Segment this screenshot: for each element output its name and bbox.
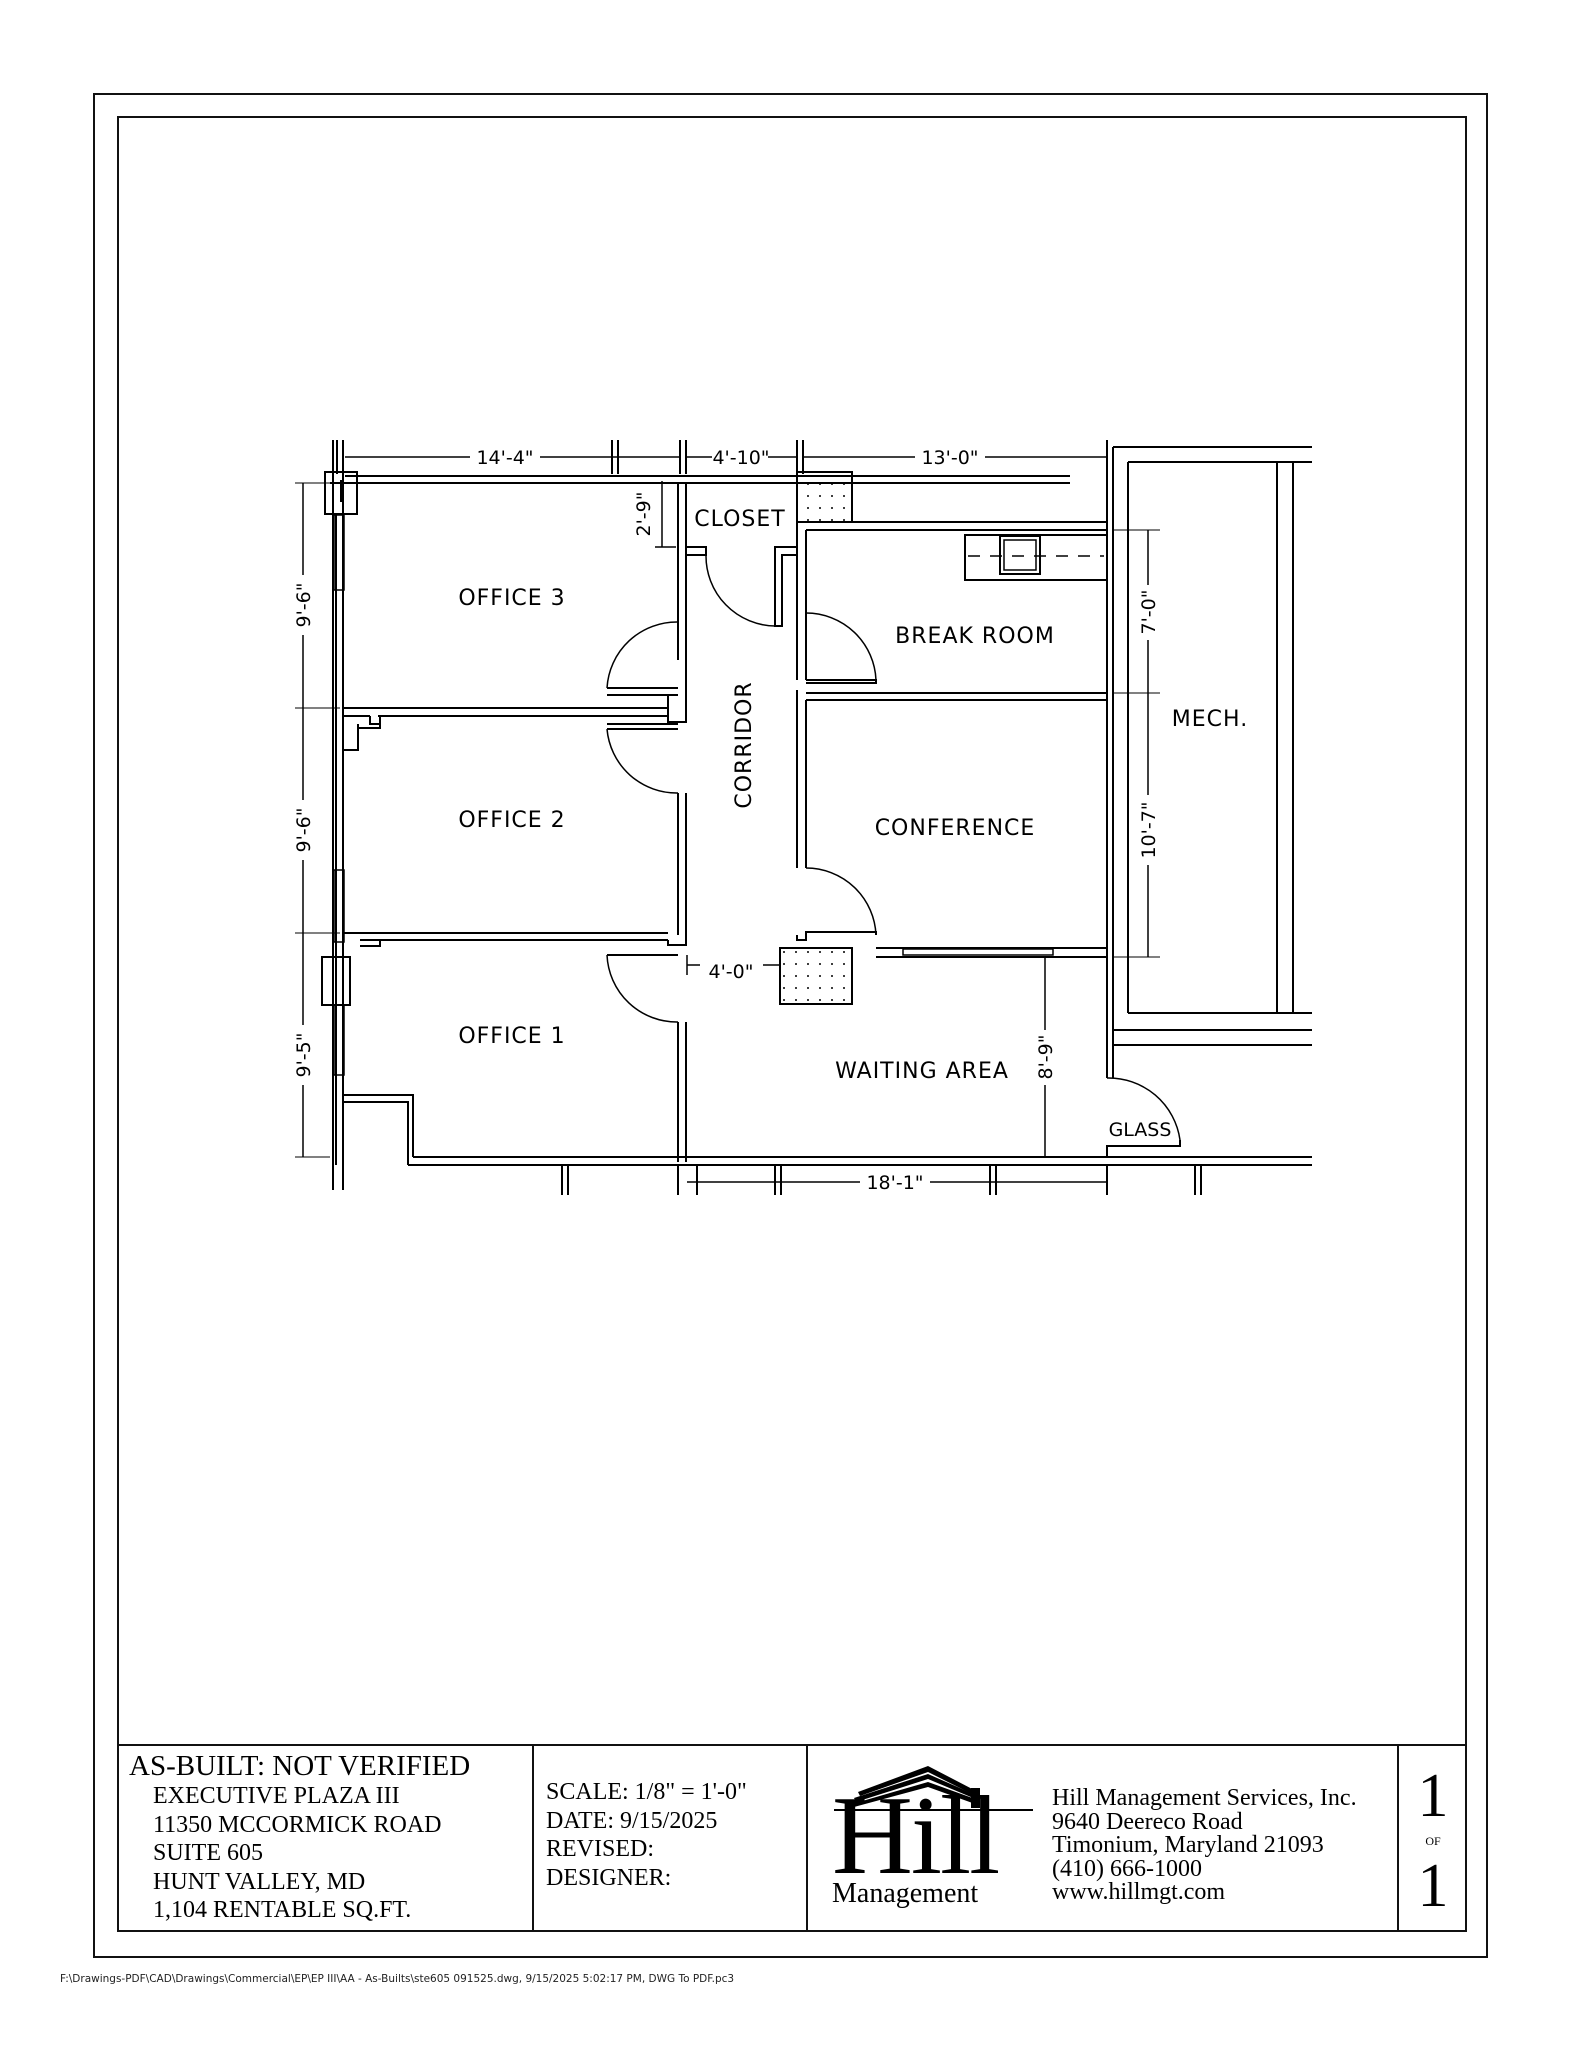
company-name: Hill Management Services, Inc. bbox=[1052, 1785, 1357, 1811]
dim-waiting-area-width: 18'-1" bbox=[866, 1172, 923, 1194]
room-label-waiting-area: WAITING AREA bbox=[835, 1059, 1009, 1084]
logo-wordmark: Hill bbox=[832, 1774, 1000, 1898]
dim-office-3-height: 9'-6" bbox=[293, 583, 315, 628]
room-label-conference: CONFERENCE bbox=[875, 816, 1036, 841]
dim-conference-height: 10'-7" bbox=[1138, 801, 1160, 858]
title-block: AS-BUILT: NOT VERIFIED EXECUTIVE PLAZA I… bbox=[117, 1744, 1467, 1932]
door-label-glass: GLASS bbox=[1109, 1119, 1172, 1141]
column-top-left bbox=[324, 471, 358, 515]
drawing-date: DATE: 9/15/2025 bbox=[546, 1807, 718, 1834]
room-label-office-1: OFFICE 1 bbox=[458, 1024, 565, 1049]
hill-management-logo: Hill Management bbox=[828, 1746, 1038, 1934]
dim-break-room-width: 13'-0" bbox=[921, 447, 978, 469]
dim-corridor-width: 4'-0" bbox=[709, 961, 754, 983]
company-phone: (410) 666-1000 bbox=[1052, 1855, 1202, 1882]
project-building: EXECUTIVE PLAZA III bbox=[153, 1783, 400, 1809]
dim-office-width: 14'-4" bbox=[476, 447, 533, 469]
drawing-designer: DESIGNER: bbox=[546, 1864, 672, 1891]
company-website: www.hillmgt.com bbox=[1052, 1879, 1226, 1905]
dim-closet-depth: 2'-9" bbox=[633, 492, 655, 537]
project-street: 11350 MCCORMICK ROAD bbox=[153, 1811, 442, 1838]
dim-office-1-height: 9'-5" bbox=[293, 1033, 315, 1078]
room-label-mech: MECH. bbox=[1172, 707, 1248, 732]
sheet-number-box: 1 OF 1 bbox=[1399, 1746, 1467, 1932]
sheet-outer-border bbox=[93, 93, 1488, 1958]
drawing-revised: REVISED: bbox=[546, 1836, 654, 1862]
project-city: HUNT VALLEY, MD bbox=[153, 1868, 366, 1895]
room-label-closet: CLOSET bbox=[694, 507, 785, 532]
file-path-footer: F:\Drawings-PDF\CAD\Drawings\Commercial\… bbox=[60, 1973, 735, 1985]
project-info: AS-BUILT: NOT VERIFIED EXECUTIVE PLAZA I… bbox=[117, 1746, 534, 1932]
building-roof-icon bbox=[834, 1766, 1033, 1811]
drawing-meta: SCALE: 1/8" = 1'-0" DATE: 9/15/2025 REVI… bbox=[534, 1746, 808, 1932]
company-city: Timonium, Maryland 21093 bbox=[1052, 1832, 1324, 1858]
company-info: Hill Management Hill Management Services… bbox=[808, 1746, 1399, 1932]
dim-closet-width: 4'-10" bbox=[712, 447, 769, 469]
verification-status: AS-BUILT: NOT VERIFIED bbox=[129, 1750, 471, 1782]
sheet-of-label: OF bbox=[1425, 1834, 1441, 1848]
sheet-total: 1 bbox=[1417, 1852, 1449, 1920]
company-address: Hill Management Services, Inc. 9640 Deer… bbox=[1052, 1746, 1357, 1905]
dim-break-room-height: 7'-0" bbox=[1138, 590, 1160, 635]
project-area: 1,104 RENTABLE SQ.FT. bbox=[153, 1897, 412, 1923]
drawing-scale: SCALE: 1/8" = 1'-0" bbox=[546, 1779, 747, 1805]
room-label-office-2: OFFICE 2 bbox=[458, 808, 565, 833]
company-street: 9640 Deereco Road bbox=[1052, 1808, 1243, 1835]
project-suite: SUITE 605 bbox=[153, 1840, 263, 1866]
room-label-office-3: OFFICE 3 bbox=[458, 586, 565, 611]
floor-plan: OFFICE 3 OFFICE 2 OFFICE 1 CLOSET CORRID… bbox=[292, 440, 1312, 1195]
logo-subword: Management bbox=[832, 1878, 979, 1909]
room-label-break-room: BREAK ROOM bbox=[895, 624, 1055, 649]
room-label-corridor: CORRIDOR bbox=[732, 681, 757, 808]
sheet-inner-border bbox=[117, 116, 1467, 1932]
dim-office-2-height: 9'-6" bbox=[293, 808, 315, 853]
sheet-number: 1 bbox=[1417, 1762, 1449, 1830]
dim-waiting-area-depth: 8'-9" bbox=[1035, 1035, 1057, 1080]
